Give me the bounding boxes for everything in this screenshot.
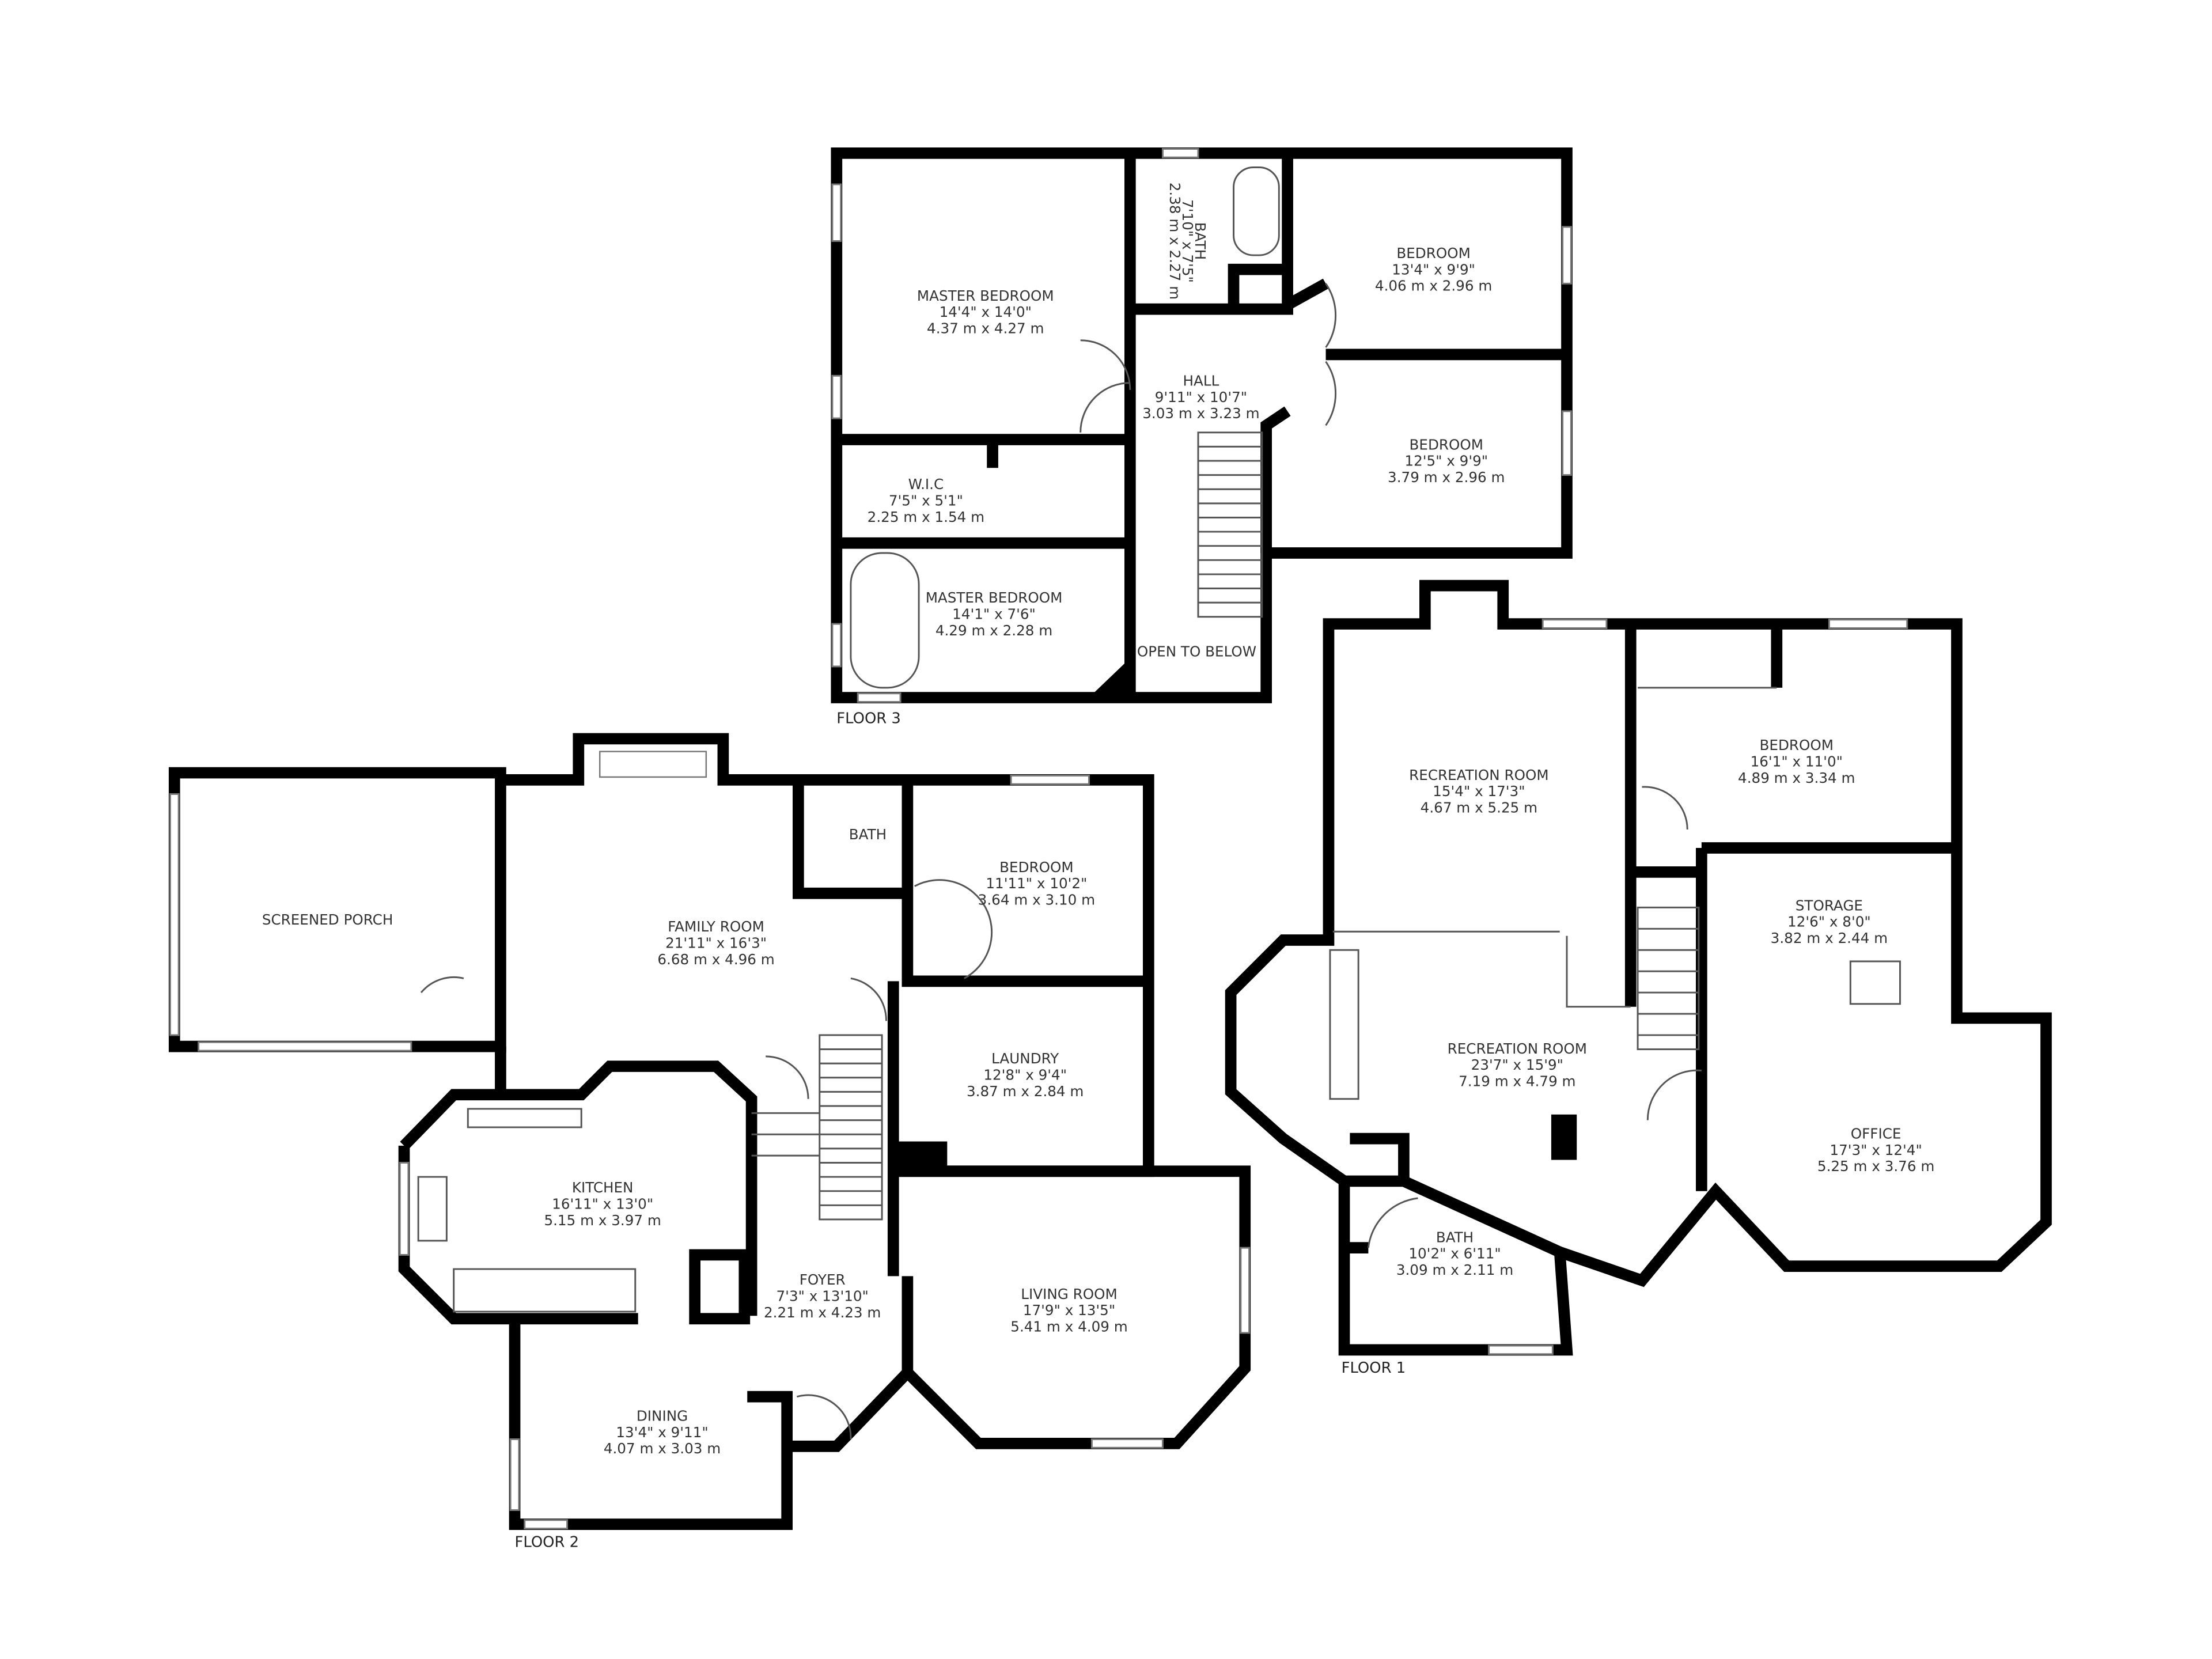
room-dims-metric: 3.03 m x 3.23 m: [1142, 405, 1259, 422]
room-name: MASTER BEDROOM: [926, 589, 1063, 606]
room-name: FAMILY ROOM: [668, 918, 764, 935]
room-name: OFFICE: [1851, 1126, 1902, 1142]
room-dims-metric: 3.82 m x 2.44 m: [1771, 930, 1888, 946]
room-dims-metric: 3.87 m x 2.84 m: [967, 1083, 1084, 1100]
room-name: BEDROOM: [1410, 436, 1483, 453]
room-dims-metric: 2.21 m x 4.23 m: [764, 1304, 881, 1321]
room-name: SCREENED PORCH: [262, 911, 393, 928]
room-name: HALL: [1183, 373, 1219, 389]
room-name: OPEN TO BELOW: [1137, 643, 1256, 660]
floor-label: FLOOR 1: [1342, 1359, 1406, 1377]
room-name: STORAGE: [1796, 897, 1863, 914]
room-dims-metric: 3.09 m x 2.11 m: [1396, 1262, 1513, 1278]
room-dims-metric: 4.06 m x 2.96 m: [1375, 278, 1492, 294]
room-dims-metric: 5.25 m x 3.76 m: [1817, 1158, 1934, 1175]
room-name: RECREATION ROOM: [1409, 767, 1548, 783]
floor-label: FLOOR 2: [515, 1534, 579, 1551]
room-dims-imperial: 10'2" x 6'11": [1408, 1245, 1501, 1262]
room-name: BATH: [849, 826, 887, 843]
room-name: MASTER BEDROOM: [917, 287, 1054, 304]
room-dims-imperial: 12'6" x 8'0": [1787, 914, 1871, 930]
room-name: DINING: [637, 1407, 688, 1424]
room-dims-imperial: 23'7" x 15'9": [1471, 1056, 1563, 1073]
room-dims-metric: 4.37 m x 4.27 m: [927, 320, 1044, 336]
room-dims-imperial: 9'11" x 10'7": [1155, 389, 1247, 406]
room-dims-imperial: 16'11" x 13'0": [552, 1195, 653, 1212]
room-dims-metric: 6.68 m x 4.96 m: [657, 951, 774, 968]
room-dims-imperial: 7'3" x 13'10": [777, 1287, 869, 1304]
room-dims-imperial: 12'5" x 9'9": [1404, 453, 1488, 469]
room-dims-imperial: 17'9" x 13'5": [1023, 1302, 1115, 1319]
room-dims-metric: 4.67 m x 5.25 m: [1421, 799, 1537, 816]
room-dims-metric: 3.64 m x 3.10 m: [978, 891, 1095, 908]
room-dims-metric: 7.19 m x 4.79 m: [1459, 1073, 1575, 1090]
room-name: RECREATION ROOM: [1448, 1040, 1587, 1057]
room-dims-metric: 5.15 m x 3.97 m: [544, 1212, 661, 1229]
room-dims-imperial: 7'5" x 5'1": [889, 493, 963, 509]
svg-text:BATH7'10" x 7'5"2.38 m x 2.27: BATH7'10" x 7'5"2.38 m x 2.27 m: [1166, 183, 1209, 300]
room-name: BATH: [1192, 222, 1209, 260]
room-dims-imperial: 13'4" x 9'11": [616, 1424, 708, 1441]
room-name: BEDROOM: [999, 859, 1073, 876]
room-name: W.I.C: [908, 476, 944, 493]
room-dims-metric: 5.41 m x 4.09 m: [1010, 1318, 1127, 1335]
room-dims-imperial: 17'3" x 12'4": [1830, 1142, 1922, 1158]
room-dims-imperial: 16'1" x 11'0": [1751, 753, 1843, 770]
room-dims-imperial: 14'1" x 7'6": [952, 605, 1036, 622]
room-dims-metric: 3.79 m x 2.96 m: [1388, 469, 1505, 486]
room-dims-imperial: 14'4" x 14'0": [940, 304, 1032, 320]
room-dims-imperial: 21'11" x 16'3": [665, 935, 767, 952]
room-dims-imperial: 15'4" x 17'3": [1433, 783, 1525, 800]
room-dims-imperial: 12'8" x 9'4": [983, 1066, 1067, 1083]
room-name: LIVING ROOM: [1021, 1286, 1117, 1302]
svg-text:W.I.C7'5" x 5'1"2.25 m x 1.54: W.I.C7'5" x 5'1"2.25 m x 1.54 m: [868, 476, 984, 525]
room-dims-metric: 4.29 m x 2.28 m: [935, 622, 1052, 639]
room-dims-imperial: 11'11" x 10'2": [986, 875, 1087, 892]
room-name: FOYER: [800, 1271, 846, 1288]
room-dims-imperial: 13'4" x 9'9": [1392, 261, 1475, 278]
room-dims-metric: 4.89 m x 3.34 m: [1738, 770, 1855, 786]
room-name: KITCHEN: [572, 1179, 634, 1196]
room-name: BATH: [1436, 1229, 1474, 1245]
room-name: BEDROOM: [1396, 245, 1470, 262]
room-dims-metric: 2.25 m x 1.54 m: [868, 509, 984, 525]
room-dims-metric: 2.38 m x 2.27 m: [1166, 183, 1183, 300]
room-dims-metric: 4.07 m x 3.03 m: [604, 1440, 721, 1457]
room-name: LAUNDRY: [991, 1050, 1059, 1067]
floor-label: FLOOR 3: [836, 710, 901, 727]
room-dims-imperial: 7'10" x 7'5": [1179, 199, 1196, 283]
room-name: BEDROOM: [1760, 737, 1834, 753]
